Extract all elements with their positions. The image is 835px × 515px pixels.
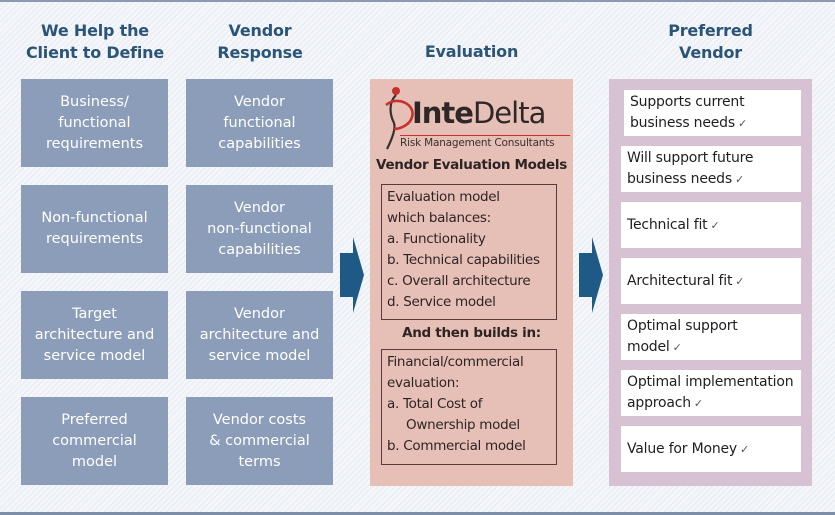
- heading-client-define: We Help the Client to Define: [25, 21, 164, 62]
- preferred-item-text: Value for Money✓: [627, 440, 750, 457]
- checkmark-icon: ✓: [735, 274, 745, 288]
- model-line: c. Overall architecture: [387, 273, 531, 289]
- logo-brand-light: Delta: [472, 96, 546, 130]
- client-box-nonfunctional-requirements: Non-functional requirements: [21, 185, 168, 273]
- checkmark-icon: ✓: [734, 173, 744, 186]
- preferred-item: Optimal support model✓: [621, 314, 801, 360]
- bottom-border: [0, 512, 835, 515]
- logo-tagline: Risk Management Consultants: [400, 135, 570, 149]
- vendor-box-costs-terms: Vendor costs & commercial terms: [186, 397, 333, 485]
- vendor-evaluation-models-title: Vendor Evaluation Models: [376, 157, 567, 173]
- client-box-business-requirements: Business/ functional requirements: [21, 79, 168, 167]
- model-line: d. Service model: [387, 294, 496, 310]
- checkmark-icon: ✓: [740, 442, 750, 456]
- model-line: b. Technical capabilities: [387, 252, 540, 268]
- heading-vendor-response: Vendor Response: [217, 21, 303, 62]
- financial-evaluation-box: Financial/commercial evaluation: a. Tota…: [381, 349, 557, 465]
- preferred-item-text: Optimal support model✓: [627, 318, 738, 355]
- preferred-vendor-panel: Supports current business needs✓ Will su…: [609, 79, 812, 486]
- evaluation-model-box: Evaluation model which balances: a. Func…: [381, 184, 557, 320]
- preferred-item-text: Architectural fit✓: [627, 272, 745, 289]
- model-line: Evaluation model: [387, 189, 500, 205]
- intedelta-logo: InteDelta Risk Management Consultants: [380, 83, 570, 153]
- heading-evaluation: Evaluation: [424, 42, 519, 61]
- vendor-box-architecture: Vendor architecture and service model: [186, 291, 333, 379]
- preferred-item-text: Will support future business needs✓: [627, 150, 754, 187]
- financial-line: Ownership model: [406, 417, 520, 433]
- checkmark-icon: ✓: [710, 218, 720, 232]
- vendor-box-functional-capabilities: Vendor functional capabilities: [186, 79, 333, 167]
- top-border: [0, 0, 835, 2]
- evaluation-panel: InteDelta Risk Management Consultants Ve…: [370, 79, 573, 486]
- logo-wordmark: InteDelta: [412, 96, 546, 130]
- preferred-item-text: Technical fit✓: [627, 216, 720, 233]
- arrow-right-icon: [340, 237, 364, 313]
- preferred-item: Optimal implementation approach✓: [621, 370, 801, 416]
- model-line: which balances:: [387, 210, 491, 226]
- client-box-commercial-model: Preferred commercial model: [21, 397, 168, 485]
- preferred-item: Technical fit✓: [621, 202, 801, 248]
- checkmark-icon: ✓: [672, 341, 682, 354]
- logo-brand-bold: Inte: [412, 96, 474, 130]
- model-line: a. Functionality: [387, 231, 486, 247]
- preferred-item: Will support future business needs✓: [621, 146, 801, 192]
- heading-preferred-vendor: Preferred Vendor: [668, 21, 753, 62]
- dancing-figure-logo-icon: [385, 87, 414, 150]
- checkmark-icon: ✓: [737, 117, 747, 130]
- arrow-right-icon: [579, 237, 603, 313]
- preferred-item-text: Supports current business needs✓: [630, 94, 747, 131]
- financial-line: evaluation:: [387, 375, 460, 391]
- financial-line: Financial/commercial: [387, 354, 524, 370]
- builds-in-label: And then builds in:: [402, 325, 541, 341]
- preferred-item: Value for Money✓: [621, 426, 801, 472]
- financial-line: a. Total Cost of: [387, 396, 483, 412]
- financial-line: b. Commercial model: [387, 438, 526, 454]
- checkmark-icon: ✓: [693, 397, 703, 410]
- preferred-item-text: Optimal implementation approach✓: [627, 374, 794, 411]
- vendor-box-nonfunctional-capabilities: Vendor non-functional capabilities: [186, 185, 333, 273]
- preferred-item: Supports current business needs✓: [624, 90, 801, 136]
- preferred-item: Architectural fit✓: [621, 258, 801, 304]
- client-box-target-architecture: Target architecture and service model: [21, 291, 168, 379]
